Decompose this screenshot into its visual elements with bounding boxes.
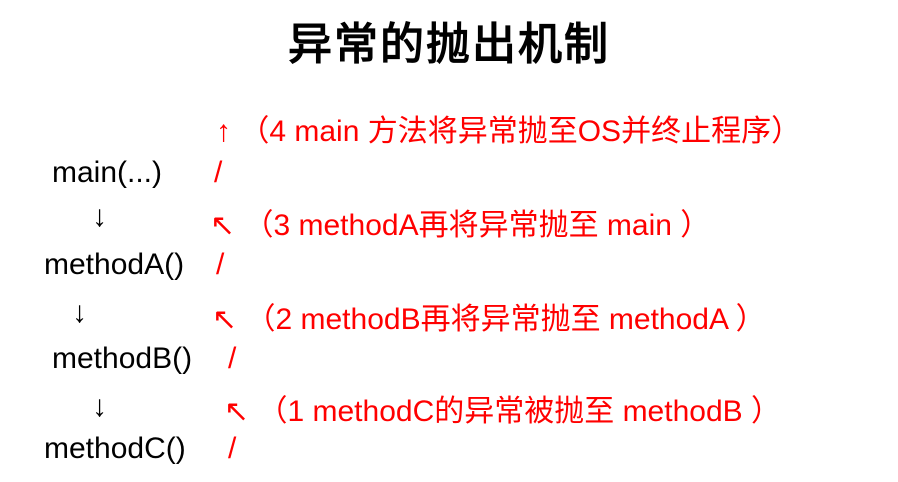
annotation-text: （4 main 方法将异常抛至OS并终止程序） — [239, 115, 802, 148]
annotation-step-2: ↖ （2 methodB再将异常抛至 methodA ） — [212, 294, 766, 338]
stack-frame-main: main(...) — [52, 156, 163, 189]
annotation-text: （1 methodC的异常被抛至 methodB ） — [257, 395, 781, 428]
down-arrow-icon: ↓ — [92, 390, 107, 423]
connector-slash: / — [228, 342, 237, 375]
stack-frame-methodB: methodB() — [52, 342, 193, 375]
annotation-text: （2 methodB再将异常抛至 methodA ） — [245, 303, 766, 336]
connector-slash: / — [216, 248, 225, 281]
page-title: 异常的抛出机制 — [288, 19, 610, 70]
up-left-arrow-icon: ↖ — [210, 209, 236, 242]
stack-frame-methodA: methodA() — [44, 248, 185, 281]
down-arrow-icon: ↓ — [92, 200, 107, 233]
connector-slash: / — [228, 432, 237, 465]
stack-frame-methodC: methodC() — [44, 432, 186, 465]
annotation-step-3: ↖ （3 methodA再将异常抛至 main ） — [210, 200, 710, 244]
up-arrow-icon: ↑ — [216, 115, 231, 148]
annotation-step-4: ↑ （4 main 方法将异常抛至OS并终止程序） — [216, 106, 801, 150]
annotation-step-1: ↖ （1 methodC的异常被抛至 methodB ） — [224, 386, 781, 430]
up-left-arrow-icon: ↖ — [224, 395, 250, 428]
up-left-arrow-icon: ↖ — [212, 303, 238, 336]
annotation-text: （3 methodA再将异常抛至 main ） — [243, 209, 711, 242]
down-arrow-icon: ↓ — [72, 296, 87, 329]
connector-slash: / — [214, 156, 223, 189]
